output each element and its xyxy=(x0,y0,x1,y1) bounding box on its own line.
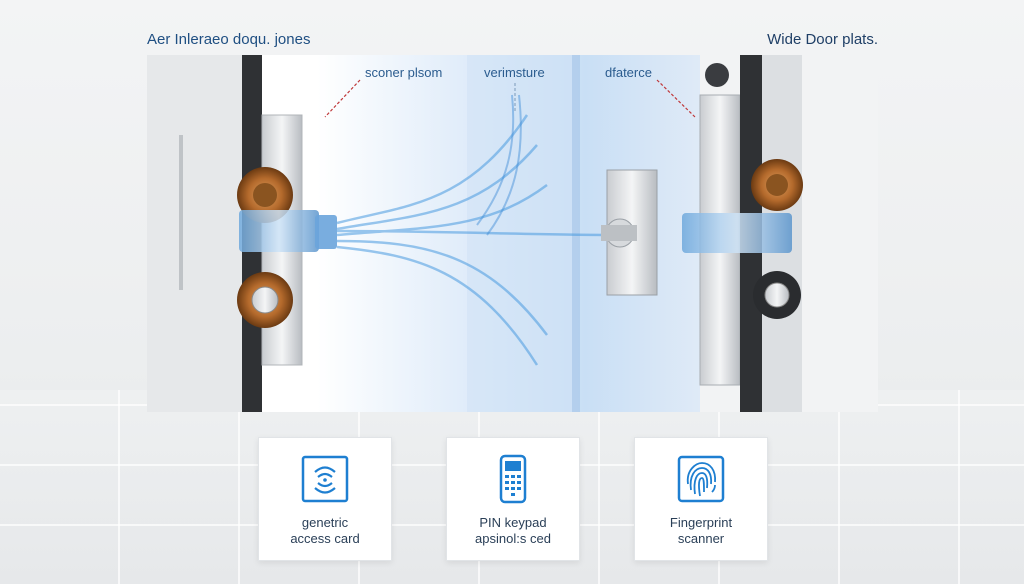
callout-scanner: sconer plsom xyxy=(365,65,442,80)
right-lock-bolt xyxy=(682,213,792,253)
option-label-line1: PIN keypad xyxy=(451,515,575,531)
door-lock-cross-section xyxy=(147,55,878,412)
door-lock-illustration xyxy=(147,55,878,412)
option-label-line2: access card xyxy=(263,531,387,547)
option-label-line2: scanner xyxy=(639,531,763,547)
option-label-line2: apsinol:s ced xyxy=(451,531,575,547)
callout-distance: dfaterce xyxy=(605,65,652,80)
diagram-subtitle: Wide Door plats. xyxy=(767,31,878,48)
left-lock-bolt xyxy=(239,210,319,252)
left-door-panel xyxy=(147,55,242,412)
option-card-pin-keypad[interactable]: PIN keypad apsinol:s ced xyxy=(446,437,580,561)
option-label-line1: genetric xyxy=(263,515,387,531)
option-card-fingerprint[interactable]: Fingerprint scanner xyxy=(634,437,768,561)
option-label-line1: Fingerprint xyxy=(639,515,763,531)
access-card-icon xyxy=(300,454,350,504)
fingerprint-icon xyxy=(676,454,726,504)
callout-moisture: verimsture xyxy=(484,65,545,80)
diagram-title: Aer Inleraeo doqu. jones xyxy=(147,31,310,48)
left-door-handle xyxy=(179,135,183,290)
pin-keypad-icon xyxy=(488,454,538,504)
option-card-access-card[interactable]: genetric access card xyxy=(258,437,392,561)
